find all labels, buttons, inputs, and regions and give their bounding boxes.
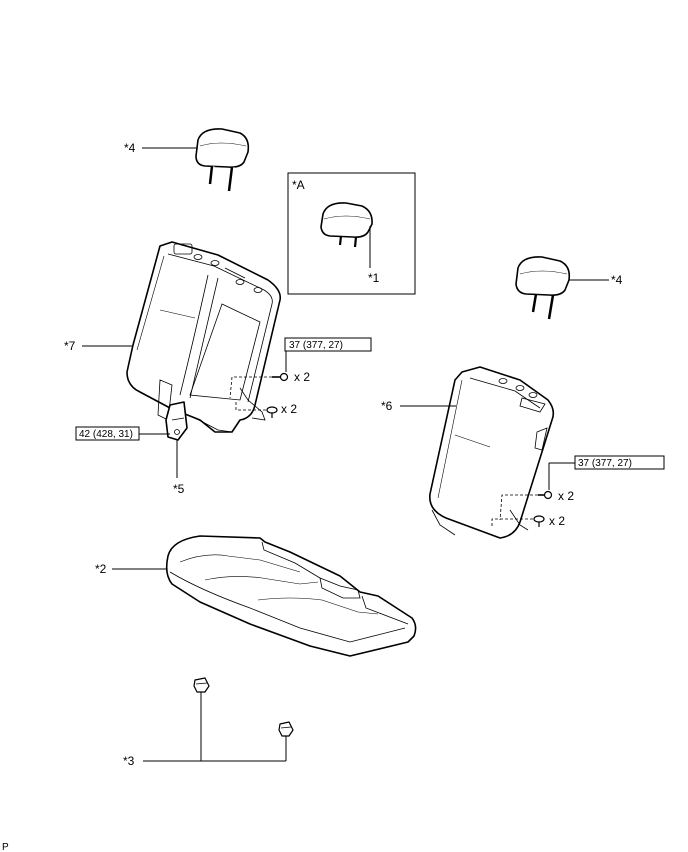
seatback-right bbox=[429, 366, 555, 539]
torque-right-bolt: 37 (377, 27) bbox=[578, 458, 632, 469]
callout-seatback-left: *7 bbox=[64, 339, 76, 353]
callout-inset-1: *1 bbox=[368, 271, 380, 285]
clip-icon-right bbox=[533, 515, 545, 527]
headrest-right bbox=[515, 256, 571, 320]
inset-frame-a bbox=[287, 172, 416, 295]
torque-left-bolt: 37 (377, 27) bbox=[289, 340, 343, 351]
torque-belt-anchor: 42 (428, 31) bbox=[79, 429, 133, 440]
callout-clips: *3 bbox=[123, 754, 135, 768]
bolt-icon-left bbox=[272, 372, 289, 382]
headrest-inset bbox=[320, 202, 373, 248]
torque-box-left-bolt bbox=[284, 337, 372, 352]
callout-headrest-left: *4 bbox=[124, 141, 136, 155]
callout-seatback-right: *6 bbox=[381, 399, 393, 413]
callout-headrest-right: *4 bbox=[611, 273, 623, 287]
qty-right-bolt: x 2 bbox=[558, 489, 574, 503]
qty-left-clip: x 2 bbox=[281, 402, 297, 416]
clip-icon-left bbox=[266, 406, 278, 418]
clip-icon-3a bbox=[193, 677, 210, 693]
qty-left-bolt: x 2 bbox=[294, 370, 310, 384]
callout-seat-cushion: *2 bbox=[95, 562, 107, 576]
headrest-left bbox=[195, 128, 250, 192]
callout-buckle: *5 bbox=[173, 482, 185, 496]
bolt-icon-right bbox=[538, 490, 553, 500]
clip-icon-3b bbox=[278, 721, 294, 737]
inset-label: *A bbox=[292, 178, 305, 192]
seat-cushion bbox=[165, 535, 417, 657]
corner-mark: P bbox=[2, 842, 9, 852]
seatback-left bbox=[126, 241, 282, 433]
seat-belt-buckle bbox=[165, 401, 188, 441]
qty-right-clip: x 2 bbox=[549, 514, 565, 528]
